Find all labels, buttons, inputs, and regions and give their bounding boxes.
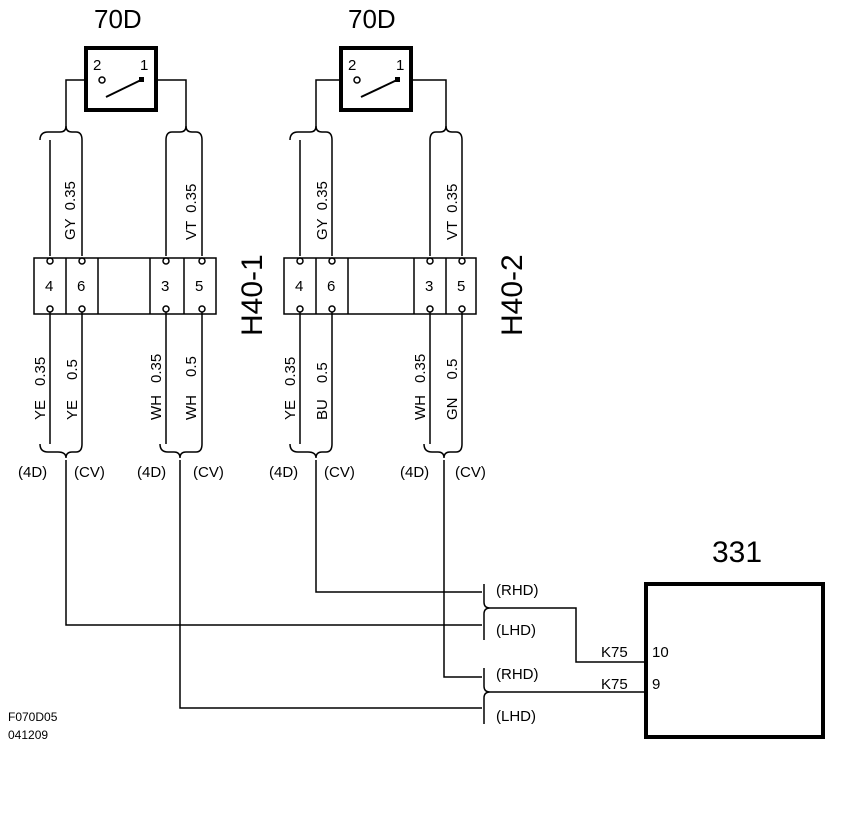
- wire-label-1-wh-035: WH0.35: [148, 354, 165, 420]
- switch-1-contact-right: [139, 77, 144, 82]
- switch-2-label: 70D: [348, 4, 396, 34]
- switch-2-lead-right: [411, 79, 447, 130]
- module-331-box: [644, 582, 825, 739]
- switch-1-pin-left: 2: [93, 57, 101, 74]
- variant-2b-cv: (CV): [455, 464, 486, 481]
- wire-label-2-vt: VT0.35: [444, 184, 461, 240]
- route-lower-rhd-label: (RHD): [496, 666, 539, 683]
- switch-1-label: 70D: [94, 4, 142, 34]
- switch-1-contact-left: [98, 76, 106, 84]
- variant-1b-4d: (4D): [137, 464, 166, 481]
- wire-label-1-wh-05: WH0.5: [183, 356, 200, 420]
- brace-2a: [289, 125, 333, 141]
- switch-1-box: [84, 46, 158, 112]
- h40-1-terminals: [46, 257, 206, 313]
- figure-date: 041209: [8, 728, 48, 742]
- wire-label-1-ye-035: YE0.35: [32, 357, 49, 420]
- switch-2-contact-right: [395, 77, 400, 82]
- switch-1-lever: [105, 79, 142, 98]
- module-pin-10-connector: K75: [601, 644, 628, 661]
- h40-1-pin-5: 5: [195, 278, 203, 295]
- wire-label-2-wh-035: WH0.35: [412, 354, 429, 420]
- module-pin-9: 9: [652, 676, 660, 693]
- h40-1-pin-3: 3: [161, 278, 169, 295]
- h40-1-pin-4: 4: [45, 278, 53, 295]
- variant-2b-4d: (4D): [400, 464, 429, 481]
- connector-h40-1-label: H40-1: [236, 254, 269, 336]
- wire-label-1-gy: GY0.35: [62, 181, 79, 240]
- route-upper-rhd-label: (RHD): [496, 582, 539, 599]
- variant-1-4d: (4D): [18, 464, 47, 481]
- routing-brace-lower: [483, 667, 491, 724]
- module-331-label: 331: [712, 536, 762, 569]
- variant-2-cv: (CV): [324, 464, 355, 481]
- h40-1-pin-6: 6: [77, 278, 85, 295]
- switch-2-lever: [360, 79, 398, 98]
- brace-2b: [429, 125, 463, 141]
- h40-2-terminals: [296, 257, 466, 313]
- wire-label-1-ye-05: YE0.5: [64, 359, 81, 420]
- switch-2-lead-left: [315, 79, 341, 130]
- brace-1a: [39, 125, 83, 141]
- variant-1b-cv: (CV): [193, 464, 224, 481]
- h40-2-pin-4: 4: [295, 278, 303, 295]
- wire-label-1-vt: VT0.35: [183, 184, 200, 240]
- module-pin-9-connector: K75: [601, 676, 628, 693]
- switch-1-lead-left: [65, 79, 86, 130]
- switch-1-pin-right: 1: [140, 57, 148, 74]
- brace-1b: [165, 125, 203, 141]
- h40-2-pin-6: 6: [327, 278, 335, 295]
- variant-2-4d: (4D): [269, 464, 298, 481]
- connector-h40-2-label: H40-2: [496, 254, 529, 336]
- connector-h40-1: [33, 257, 217, 315]
- wire-label-2-gy: GY0.35: [314, 181, 331, 240]
- figure-code: F070D05: [8, 710, 58, 724]
- route-1-lhd-wire: [65, 460, 482, 626]
- module-pin-10: 10: [652, 644, 669, 661]
- h40-2-pin-3: 3: [425, 278, 433, 295]
- route-upper-lhd-label: (LHD): [496, 622, 536, 639]
- route-1b-lhd-wire: [179, 460, 482, 709]
- connector-h40-2: [283, 257, 477, 315]
- route-2-rhd-wire: [315, 460, 482, 593]
- brace-1d: [159, 443, 203, 459]
- wire-label-2-gn-05: GN0.5: [444, 359, 461, 420]
- routing-brace-upper: [483, 583, 491, 640]
- switch-1-lead-right: [156, 79, 187, 130]
- route-lower-lhd-label: (LHD): [496, 708, 536, 725]
- brace-2d: [423, 443, 463, 459]
- route-upper-to-module: [490, 607, 646, 663]
- route-2b-rhd-wire: [443, 460, 482, 678]
- wire-label-2-ye-035: YE0.35: [282, 357, 299, 420]
- variant-1-cv: (CV): [74, 464, 105, 481]
- switch-2-pin-left: 2: [348, 57, 356, 74]
- switch-2-contact-left: [353, 76, 361, 84]
- wire-label-2-bu-05: BU0.5: [314, 362, 331, 420]
- h40-2-pin-5: 5: [457, 278, 465, 295]
- switch-2-pin-right: 1: [396, 57, 404, 74]
- brace-2c: [289, 443, 333, 459]
- brace-1c: [39, 443, 83, 459]
